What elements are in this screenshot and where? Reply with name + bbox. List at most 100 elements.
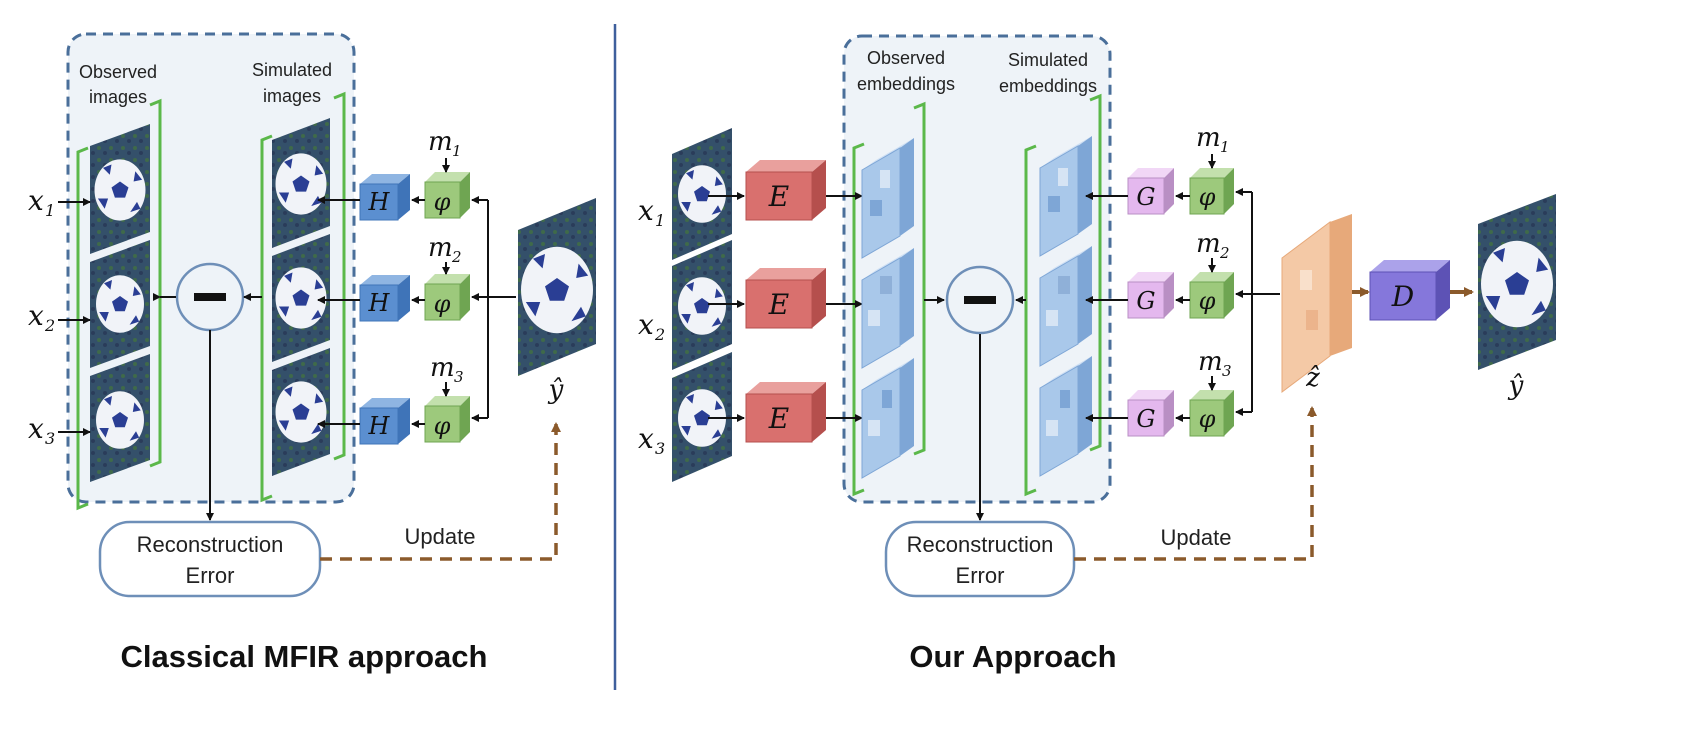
svg-text:φ: φ [1199,183,1216,211]
right-input-image-3 [672,352,732,482]
svg-text:3: 3 [655,439,665,458]
right-caption: Our Approach [909,639,1116,674]
left-simulated-image-3 [272,348,330,476]
left-observed-image-3 [90,354,150,482]
right-input-image-1 [672,128,732,260]
right-simulated-label-2: embeddings [999,76,1097,96]
svg-text:Reconstruction: Reconstruction [907,532,1054,557]
right-input-x3: x 3 [638,422,665,458]
right-subtract-node [945,265,1015,335]
left-observed-label-2: images [89,87,147,107]
right-simulated-embedding-1 [1039,136,1092,257]
right-simulated-bracket-right [1089,93,1102,452]
left-output-image [518,198,596,376]
left-H-box-2: H [359,275,410,322]
right-reconstruction-error: Reconstruction Error [884,520,1076,598]
right-D-box: D [1369,260,1450,321]
svg-text:1: 1 [452,142,462,160]
svg-text:m: m [1196,229,1221,259]
left-H-box-3: H [359,398,410,445]
svg-text:x: x [28,184,44,217]
left-simulated-label-2: images [263,86,321,106]
right-G-box-1: G [1127,168,1174,215]
svg-text:m: m [430,353,455,383]
svg-text:φ: φ [1199,405,1216,433]
svg-text:2: 2 [451,248,462,266]
right-simulated-embedding-3 [1039,356,1092,477]
right-input-image-2 [672,240,732,370]
left-simulated-image-1 [272,118,330,248]
right-observed-label-1: Observed [867,48,945,68]
right-input-x2: x 2 [638,308,665,344]
left-subtract-node [175,262,245,332]
left-simulated-label-1: Simulated [252,60,332,80]
svg-text:Error: Error [956,563,1005,588]
left-observed-bracket [76,146,89,511]
svg-text:φ: φ [1199,287,1216,315]
right-E-box-1: E [745,160,826,221]
right-latent-label: ẑ [1305,363,1320,393]
right-output-label: ŷ [1508,371,1524,401]
left-update-label: Update [405,524,476,549]
left-observed-label-1: Observed [79,62,157,82]
right-simulated-bracket [1024,144,1037,497]
right-observed-bracket-right [913,101,926,456]
right-simulated-label-1: Simulated [1008,50,1088,70]
svg-text:x: x [638,308,654,341]
svg-text:Error: Error [186,563,235,588]
left-phi-box-2: φ [424,274,470,321]
right-input-x1: x 1 [638,194,665,230]
svg-text:3: 3 [454,368,464,386]
svg-text:x: x [638,194,654,227]
left-observed-image-2 [90,240,150,368]
left-observed-bracket-right [149,98,162,468]
svg-text:G: G [1136,405,1155,433]
right-phi-box-1: φ [1189,168,1234,215]
svg-text:D: D [1391,280,1414,313]
svg-text:H: H [368,188,391,216]
left-motion-m1: m 1 [428,127,462,160]
svg-text:x: x [638,422,654,455]
right-observed-embedding-2 [861,248,914,369]
svg-text:3: 3 [1222,362,1232,380]
right-G-box-2: G [1127,272,1174,319]
svg-text:m: m [428,233,453,263]
left-input-x1: x 1 [28,184,55,220]
svg-text:φ: φ [434,188,451,216]
right-observed-label-2: embeddings [857,74,955,94]
left-caption: Classical MFIR approach [121,639,488,674]
svg-text:x: x [28,412,44,445]
right-motion-m3: m 3 [1198,347,1232,380]
svg-text:E: E [768,180,789,213]
right-phi-box-3: φ [1189,390,1234,437]
left-input-x3: x 3 [28,412,55,448]
svg-text:m: m [428,127,453,157]
svg-text:H: H [368,289,391,317]
right-observed-bracket [852,142,865,497]
left-H-box-1: H [359,174,410,221]
right-latent-block [1281,214,1352,393]
svg-text:H: H [368,412,391,440]
svg-text:1: 1 [1220,138,1230,156]
left-input-x2: x 2 [28,299,55,335]
right-output-image [1478,194,1556,370]
left-observed-image-1 [90,124,150,254]
right-update-label: Update [1161,525,1232,550]
svg-text:1: 1 [45,201,55,220]
svg-text:m: m [1198,347,1223,377]
svg-text:3: 3 [45,429,55,448]
right-E-box-3: E [745,382,826,443]
left-simulated-image-2 [272,234,330,362]
right-observed-embedding-1 [861,138,914,259]
svg-text:2: 2 [44,316,55,335]
right-E-box-2: E [745,268,826,329]
right-motion-m2: m 2 [1196,229,1230,262]
left-motion-m2: m 2 [428,233,462,266]
left-phi-box-1: φ [424,172,470,219]
right-G-box-3: G [1127,390,1174,437]
svg-text:1: 1 [655,211,665,230]
left-reconstruction-error: Reconstruction Error [98,520,322,598]
svg-text:E: E [768,288,789,321]
right-phi-box-2: φ [1189,272,1234,319]
